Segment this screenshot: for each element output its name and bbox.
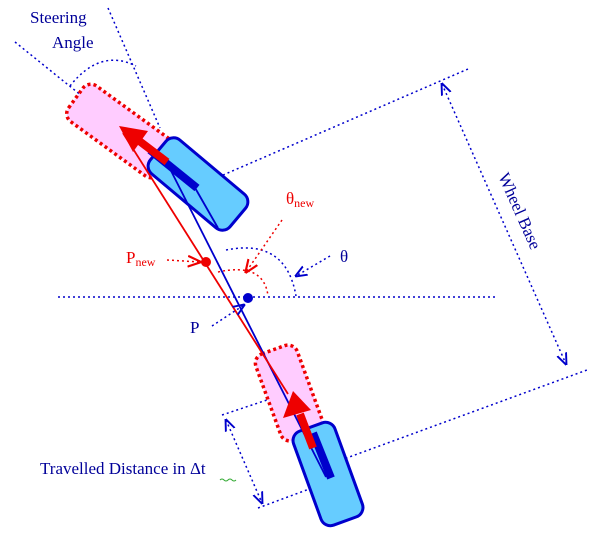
p-new-label: Pnew [126, 248, 156, 269]
theta-new-leader [246, 219, 283, 272]
theta-arc [225, 247, 297, 297]
travelled-distance-delta: Δ [190, 459, 201, 478]
wheel-base-arrow [442, 84, 566, 364]
theta-new-arc [217, 268, 269, 297]
point-p [243, 293, 253, 303]
steering-angle-label-line2: Angle [52, 33, 94, 52]
travelled-distance-label: Travelled Distance in Δt [40, 459, 206, 478]
theta-new-label: θnew [286, 189, 314, 210]
theta-new-subscript: new [294, 196, 314, 210]
rear-heading-bar [309, 431, 335, 480]
theta-leader [296, 255, 331, 276]
theta-new-symbol: θ [286, 189, 294, 208]
rear-move-arrow-shaft [296, 412, 317, 450]
p-new-subscript: new [135, 255, 155, 269]
steering-angle-arc [69, 59, 137, 87]
p-new-leader [166, 260, 200, 262]
point-p-new [201, 257, 211, 267]
travelled-distance-arrow [226, 420, 262, 503]
steering-angle-label-line1: Steering [30, 8, 87, 27]
travelled-distance-prefix: Travelled Distance in [40, 459, 190, 478]
travelled-rear-line [257, 487, 313, 509]
front-move-arrow-shaft [135, 136, 170, 166]
p-leader [211, 305, 244, 327]
car-body-axis [162, 154, 327, 478]
front-wheel-new-position [64, 82, 178, 180]
spellcheck-squiggle [219, 478, 237, 482]
wheel-base-rear-line [321, 369, 588, 468]
travelled-front-line [221, 388, 301, 416]
p-label: P [190, 318, 199, 337]
p-new-letter: P [126, 248, 135, 267]
front-move-arrow-head [119, 126, 148, 152]
theta-label: θ [340, 247, 348, 266]
wheel-base-front-line [199, 68, 469, 186]
rear-move-arrow-head [283, 391, 311, 418]
wheel-base-label: Wheel Base [494, 170, 545, 252]
travelled-distance-t: t [201, 459, 206, 478]
car-axis-extension-line [107, 7, 161, 129]
